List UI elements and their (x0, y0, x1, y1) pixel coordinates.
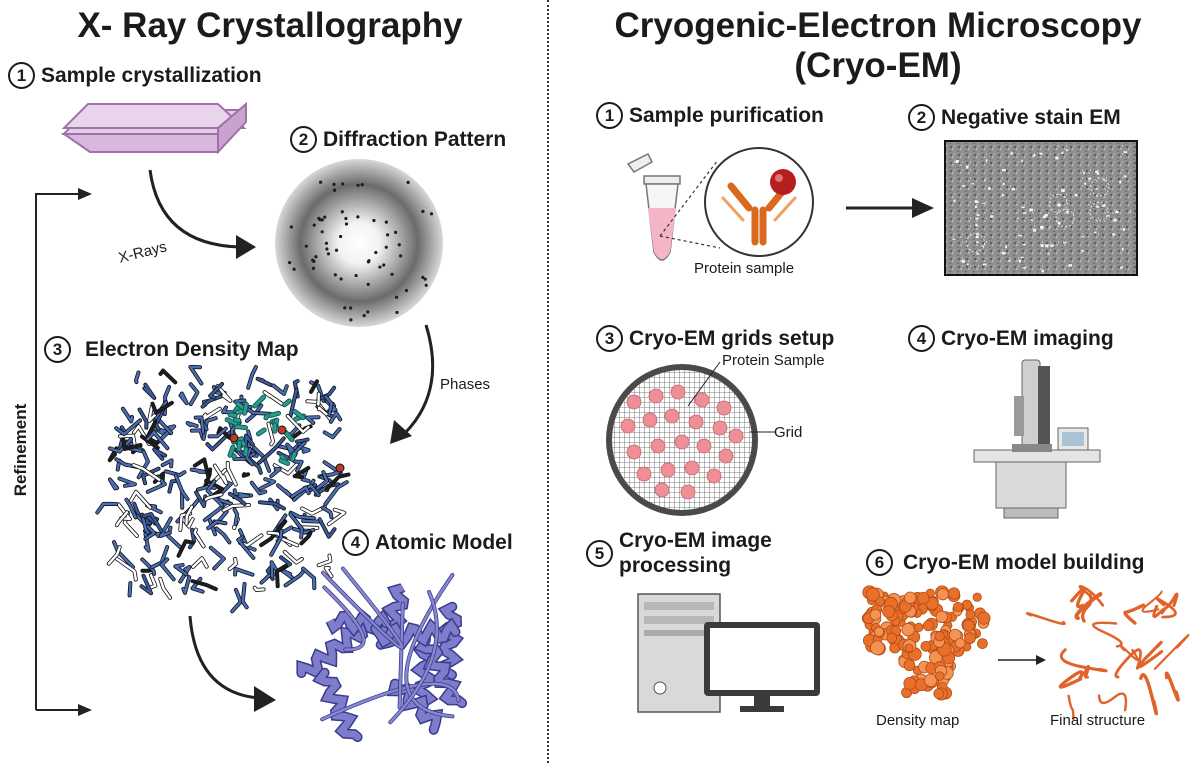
step-cryoem-imaging: 4 Cryo-EM imaging (908, 325, 1114, 352)
negative-stain-micrograph (944, 140, 1138, 276)
crystal-icon (60, 101, 247, 155)
step-label: Diffraction Pattern (323, 127, 507, 151)
computer-icon (637, 593, 820, 713)
panel-divider (547, 0, 549, 763)
step-label: Sample crystallization (41, 63, 262, 87)
xray-arrow (148, 169, 256, 259)
purification-arrow (846, 198, 934, 218)
xray-title: X- Ray Crystallography (77, 6, 463, 45)
density-map-label: Density map (876, 712, 960, 729)
step-number: 5 (586, 540, 613, 567)
step-label: Negative stain EM (941, 105, 1121, 129)
step-cryoem-model-building: 6 Cryo-EM model building (866, 549, 1145, 576)
step-number: 2 (290, 126, 317, 153)
step-number: 3 (596, 325, 623, 352)
step-label: Electron Density Map (85, 337, 299, 361)
refinement-label: Refinement (11, 403, 30, 497)
final-structure-image (1025, 585, 1190, 721)
protein-sample-grid-label: Protein Sample (722, 352, 825, 369)
step-label-line2: processing (619, 554, 732, 577)
step-cryoem-grids-setup: 3 Cryo-EM grids setup (596, 325, 834, 352)
step-electron-density-map: 3 Electron Density Map (44, 336, 299, 363)
step-sample-crystallization: 1 Sample crystallization (8, 62, 262, 89)
cryoem-title-line2: (Cryo-EM) (794, 46, 962, 85)
step-number: 1 (8, 62, 35, 89)
grid-pointer-lines (687, 361, 776, 433)
phases-label: Phases (440, 376, 491, 393)
cryoem-density-map-image (861, 585, 991, 701)
step-sample-purification: 1 Sample purification (596, 102, 824, 129)
refinement-arrow (35, 188, 92, 716)
step-label: Atomic Model (375, 530, 513, 554)
step-number: 4 (342, 529, 369, 556)
atomic-model-image (296, 566, 468, 743)
grid-label: Grid (774, 424, 803, 441)
cryoem-title-line1: Cryogenic-Electron Microscopy (614, 6, 1142, 45)
step-label: Cryo-EM imaging (941, 326, 1114, 350)
step-label: Cryo-EM grids setup (629, 326, 835, 350)
step-label: Cryo-EM model building (903, 550, 1145, 574)
electron-density-map-image (95, 364, 351, 614)
step-atomic-model: 4 Atomic Model (342, 529, 513, 556)
step-label-line1: Cryo-EM image (619, 529, 772, 552)
step-negative-stain-em: 2 Negative stain EM (908, 104, 1121, 131)
sample-tube-icon (626, 152, 681, 261)
step-number: 6 (866, 549, 893, 576)
magnifier-lines (659, 159, 721, 249)
electron-microscope-icon (973, 359, 1101, 519)
diffraction-pattern-image (275, 159, 443, 327)
model-arrow (188, 615, 276, 712)
step-number: 3 (44, 336, 71, 363)
phases-arrow (390, 324, 435, 444)
antibody-icon (704, 147, 814, 257)
final-structure-label: Final structure (1050, 712, 1146, 729)
cryoem-grid-image (606, 364, 758, 516)
step-diffraction-pattern: 2 Diffraction Pattern (290, 126, 506, 153)
model-building-arrow (998, 655, 1046, 665)
protein-sample-label: Protein sample (694, 260, 795, 277)
step-cryoem-image-processing: 5 Cryo-EM image processing (586, 528, 772, 578)
step-number: 2 (908, 104, 935, 131)
step-number: 4 (908, 325, 935, 352)
step-number: 1 (596, 102, 623, 129)
step-label: Sample purification (629, 103, 824, 127)
